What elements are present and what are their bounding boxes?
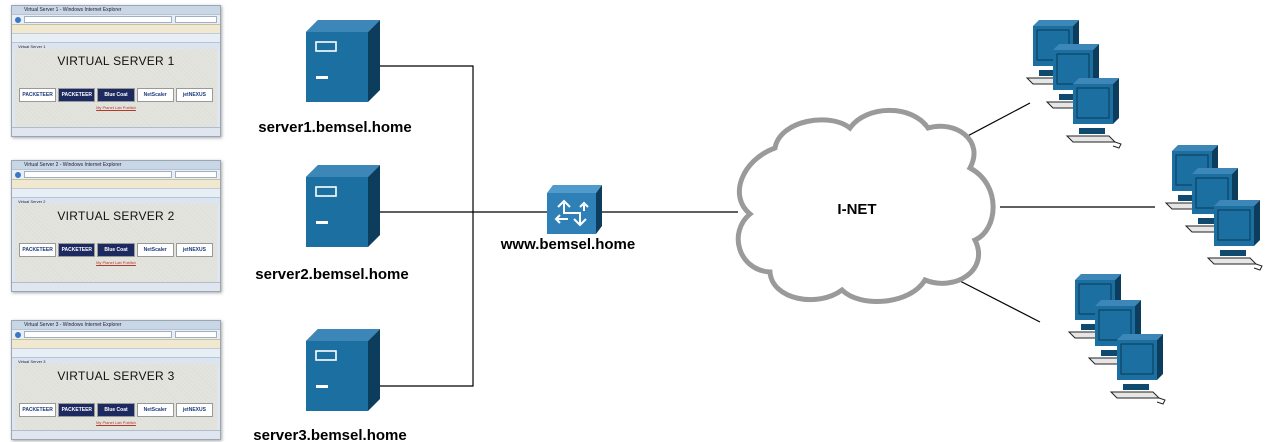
back-icon (15, 171, 21, 178)
workstation-icon (1207, 199, 1263, 271)
browser-tab: Virtual Server 2 (12, 197, 220, 206)
server-2-label: server2.bemsel.home (255, 266, 408, 283)
cloud-icon (735, 107, 996, 304)
logo: Blue Coat (97, 243, 135, 257)
browser-tab: Virtual Server 3 (12, 357, 220, 366)
logo: Blue Coat (97, 88, 135, 102)
tower-server-icon (305, 328, 381, 412)
router-label: www.bemsel.home (500, 236, 635, 253)
server-1-label: server1.bemsel.home (258, 119, 411, 136)
server-2: server2.bemsel.home (255, 164, 409, 283)
page-heading: VIRTUAL SERVER 1 (57, 54, 175, 68)
logo: PACKETEER (19, 243, 57, 257)
router: www.bemsel.home (500, 185, 635, 253)
cloud-label: I-NET (837, 201, 876, 218)
screenshot-virtual-server-2: Virtual Server 2 - Windows Internet Expl… (11, 160, 221, 292)
back-icon (15, 331, 21, 338)
internet-cloud: I-NET (735, 107, 996, 304)
window-title: Virtual Server 1 - Windows Internet Expl… (12, 6, 220, 14)
server-3: server3.bemsel.home (253, 328, 407, 442)
page-link: My Planet Lab Publish (96, 260, 136, 265)
workstation-group-2 (1165, 144, 1263, 271)
logo: PACKETEER (19, 88, 57, 102)
logo: Blue Coat (97, 403, 135, 417)
window-title: Virtual Server 2 - Windows Internet Expl… (12, 161, 220, 169)
tower-server-icon (305, 19, 381, 103)
logo: PACKETEER (58, 243, 96, 257)
router-switch-icon (547, 185, 602, 234)
workstation-group-1 (1026, 19, 1122, 149)
back-icon (15, 16, 21, 23)
browser-tab: Virtual Server 1 (12, 42, 220, 51)
server-3-label: server3.bemsel.home (253, 427, 406, 442)
workstation-icon (1066, 77, 1122, 149)
logo: jetNEXUS (175, 243, 214, 257)
server-1: server1.bemsel.home (258, 19, 412, 136)
logo: PACKETEER (58, 403, 96, 417)
logo-strip: PACKETEER PACKETEER Blue Coat NetScaler … (19, 403, 214, 417)
logo: jetNEXUS (175, 88, 214, 102)
logo-strip: PACKETEER PACKETEER Blue Coat NetScaler … (19, 243, 214, 257)
workstation-icon (1110, 333, 1166, 405)
page-heading: VIRTUAL SERVER 3 (57, 369, 175, 383)
logo: PACKETEER (58, 88, 96, 102)
logo: NetScaler (136, 243, 174, 257)
page-heading: VIRTUAL SERVER 2 (57, 209, 175, 223)
logo: PACKETEER (19, 403, 57, 417)
logo-strip: PACKETEER PACKETEER Blue Coat NetScaler … (19, 88, 214, 102)
server-links (378, 65, 1155, 387)
page-link: My Planet Lab Publish (96, 105, 136, 110)
logo: jetNEXUS (175, 403, 214, 417)
logo: NetScaler (136, 403, 174, 417)
workstation-group-3 (1068, 273, 1166, 405)
page-link: My Planet Lab Publish (96, 420, 136, 425)
logo: NetScaler (136, 88, 174, 102)
tower-server-icon (305, 164, 381, 248)
screenshot-virtual-server-3: Virtual Server 3 - Windows Internet Expl… (11, 320, 221, 440)
window-title: Virtual Server 3 - Windows Internet Expl… (12, 321, 220, 329)
screenshot-virtual-server-1: Virtual Server 1 - Windows Internet Expl… (11, 5, 221, 137)
